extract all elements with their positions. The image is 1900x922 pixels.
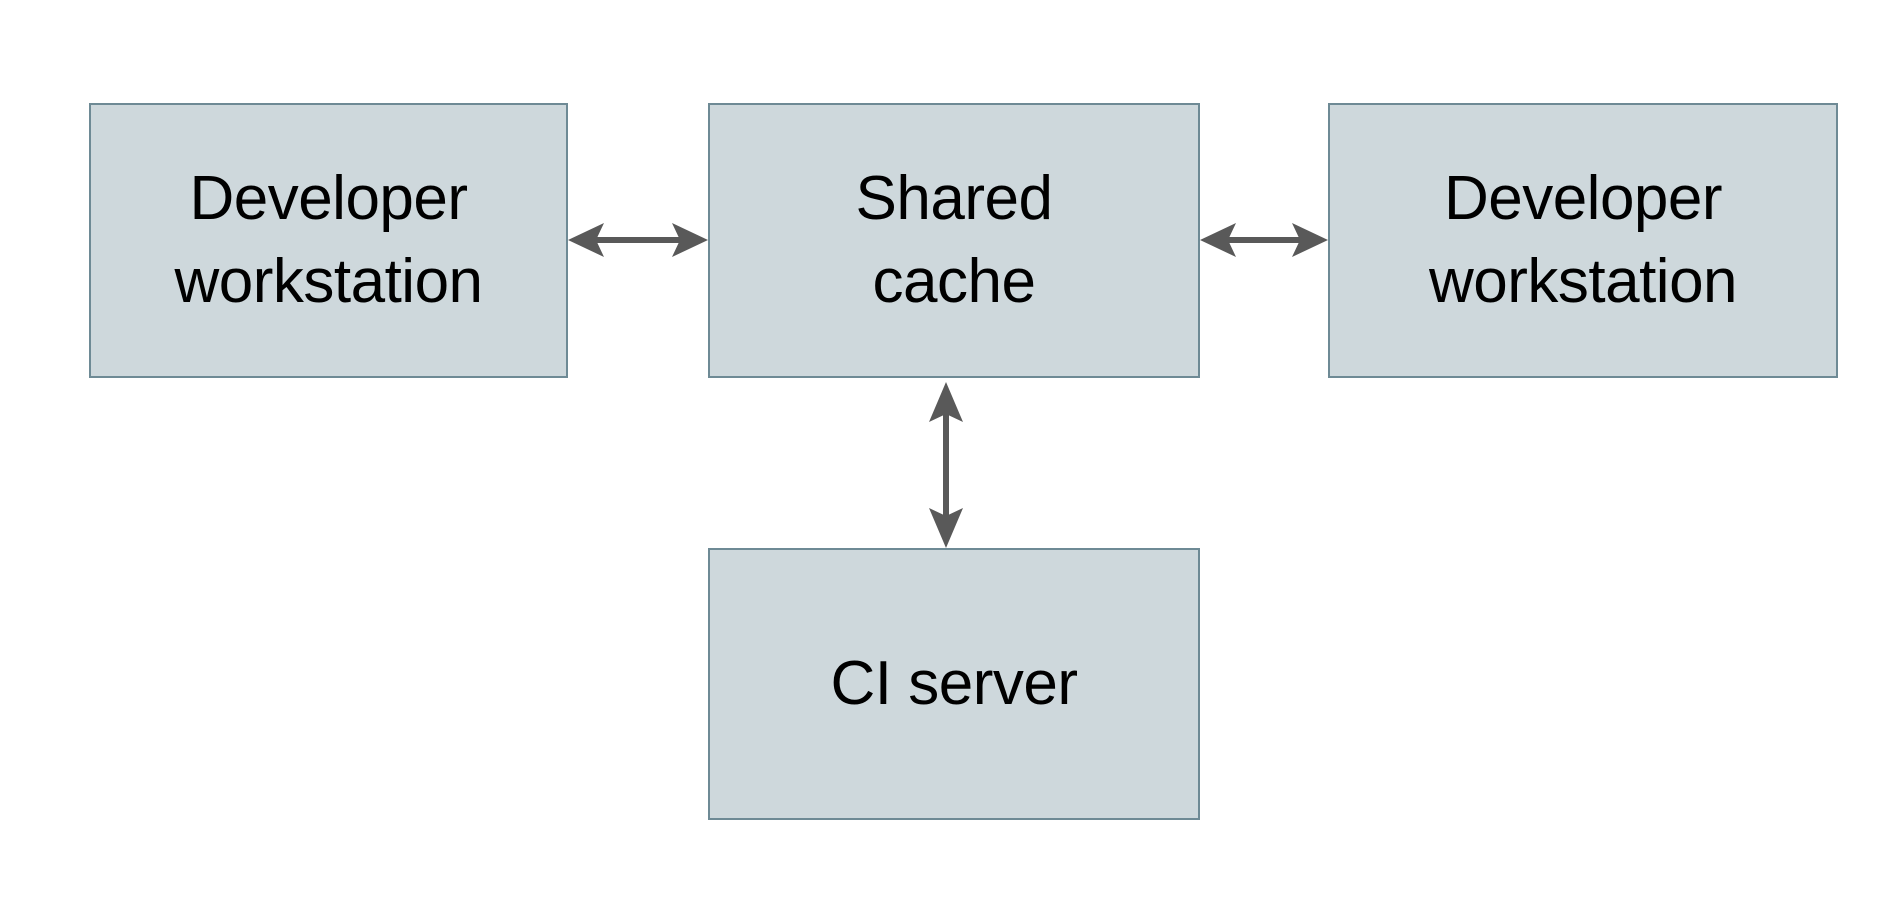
node-shared-cache[interactable]: Shared cache <box>708 103 1200 378</box>
node-label: CI server <box>830 648 1078 718</box>
node-ci-server[interactable]: CI server <box>708 548 1200 820</box>
node-label: Shared cache <box>855 164 1053 316</box>
double-arrow-icon <box>1200 223 1328 257</box>
node-label: Developer workstation <box>1428 164 1738 316</box>
node-developer-workstation-right[interactable]: Developer workstation <box>1328 103 1838 378</box>
node-developer-workstation-left[interactable]: Developer workstation <box>89 103 568 378</box>
connector-dev-left-to-shared-cache[interactable] <box>560 206 716 274</box>
connector-shared-cache-to-dev-right[interactable] <box>1192 206 1336 274</box>
connector-shared-cache-to-ci-server[interactable] <box>912 374 980 556</box>
double-arrow-icon <box>929 382 963 548</box>
node-label: Developer workstation <box>174 164 483 316</box>
double-arrow-icon <box>568 223 708 257</box>
